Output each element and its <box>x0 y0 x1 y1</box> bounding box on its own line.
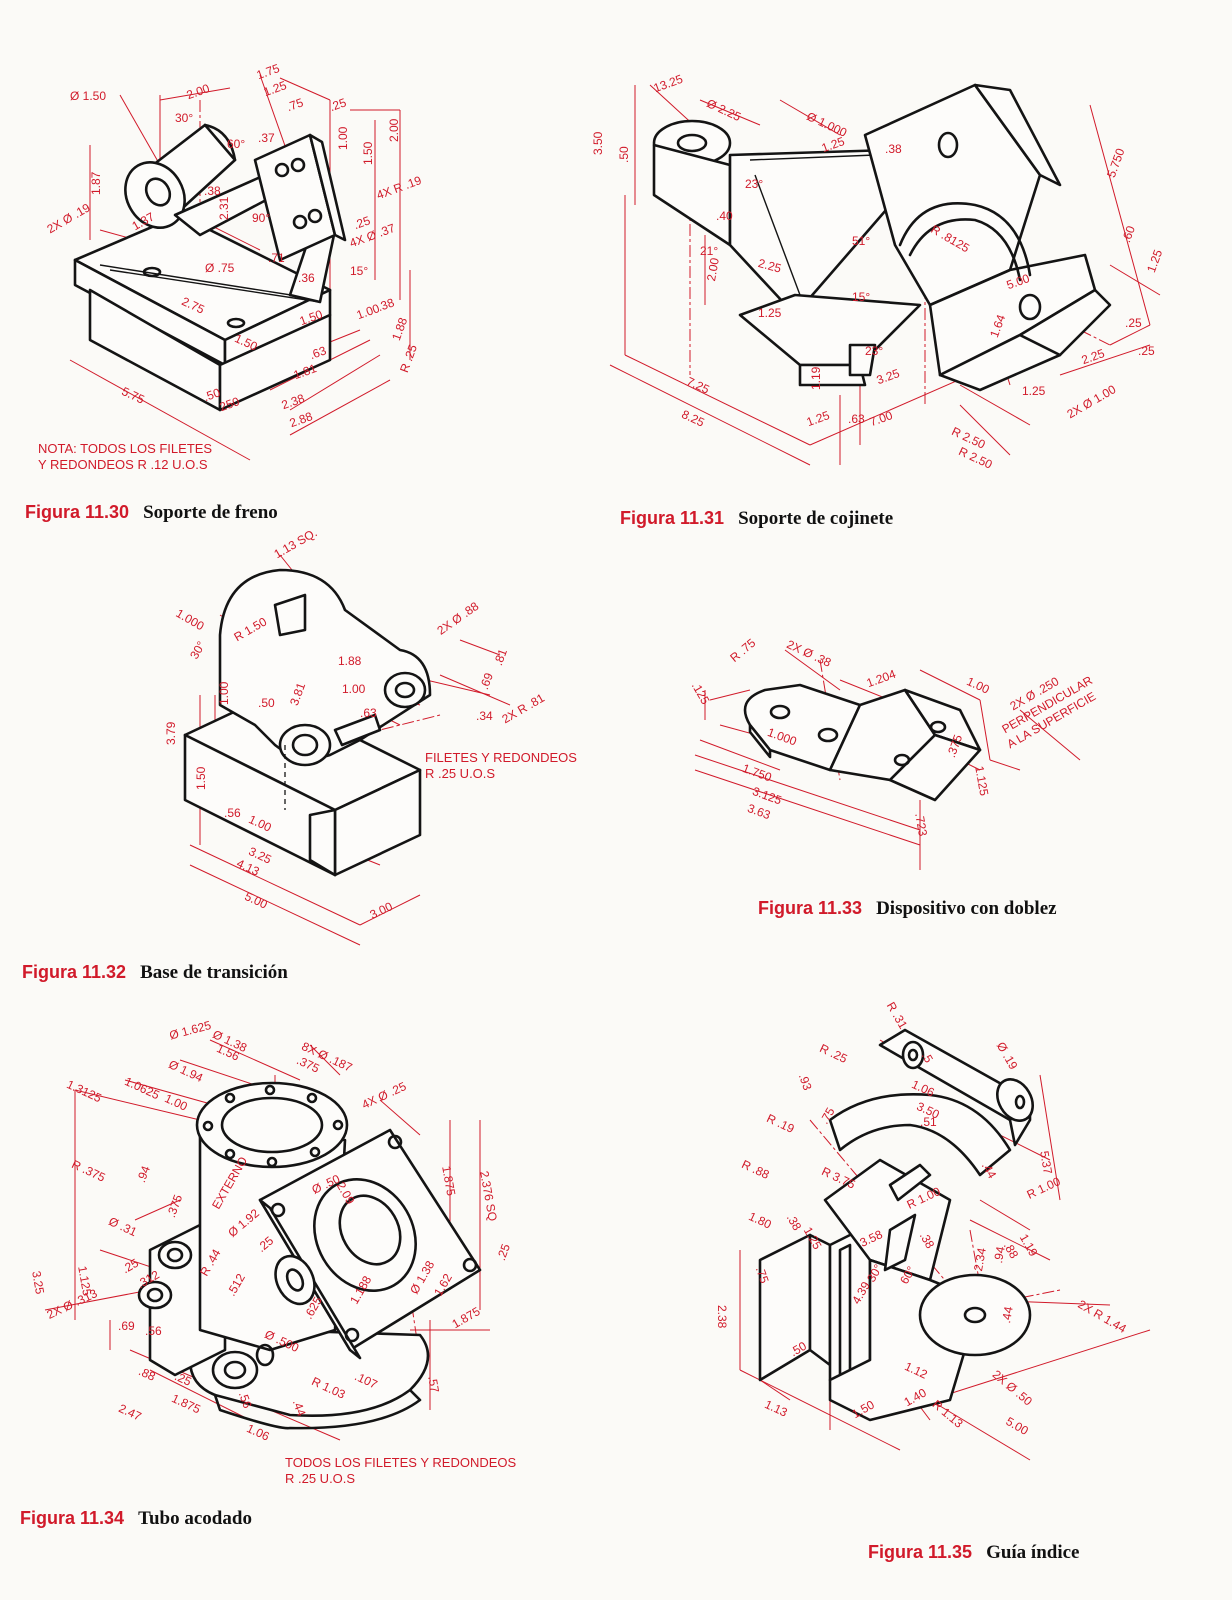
dim-label: .38 <box>204 184 221 198</box>
dim-label: 3.50 <box>591 131 605 155</box>
figure-number: Figura 11.33 <box>758 898 863 918</box>
note-line: TODOS LOS FILETES Y REDONDEOS <box>285 1455 517 1470</box>
dim-label: 1.88 <box>338 654 362 668</box>
dim-label: 2.34 <box>971 1246 989 1273</box>
dim-label: .63 <box>848 412 865 426</box>
dim-label: .44 <box>999 1305 1016 1325</box>
note-line: R .25 U.O.S <box>285 1471 356 1486</box>
figure-number: Figura 11.35 <box>868 1542 973 1562</box>
dim-label: .40 <box>716 209 733 223</box>
figure-11-34-drawing: Ø 1.38 Ø 1.625 1.56 8X Ø .187 .375 Ø 1.9… <box>29 1018 580 1460</box>
dim-label: 5.37 <box>1037 1149 1056 1176</box>
note-line: FILETES Y REDONDEOS <box>425 750 577 765</box>
figure-11-30-caption: Figura 11.30 Soporte de freno <box>25 502 278 524</box>
bent-device-drawing <box>694 649 1081 870</box>
dim-label: 1.25 <box>758 306 782 320</box>
dim-label: Ø .75 <box>205 261 235 275</box>
brake-support-drawing <box>69 74 411 461</box>
note-line: R .25 U.O.S <box>425 766 496 781</box>
figure-11-34-note: TODOS LOS FILETES Y REDONDEOS R .25 U.O.… <box>285 1455 516 1487</box>
dim-label: 1.50 <box>194 766 208 790</box>
transition-base-drawing <box>183 554 511 946</box>
figure-title: Base de transición <box>140 962 288 983</box>
dim-label: .51 <box>920 1115 937 1129</box>
figure-title: Guía índice <box>986 1542 1080 1563</box>
figure-11-30-drawing: Ø 1.50 2.00 30° 1.75 1.25 .75 .25 .37 60… <box>30 40 450 470</box>
dim-label: 1.25 <box>1022 384 1046 398</box>
dim-label: 1.00 <box>342 682 366 696</box>
figure-11-32-note: FILETES Y REDONDEOS R .25 U.O.S <box>425 750 577 782</box>
figure-11-35-caption: Figura 11.35 Guía índice <box>868 1542 1080 1564</box>
dim-label: .56 <box>224 806 241 820</box>
dim-label: 3.25 <box>29 1269 48 1296</box>
figure-number: Figura 11.30 <box>25 502 130 522</box>
dim-label: 30° <box>175 111 194 125</box>
dim-label: 15° <box>350 264 369 278</box>
dim-label: 2.00 <box>704 256 722 283</box>
dim-label: Ø 1.50 <box>70 89 107 103</box>
figure-title: Soporte de freno <box>143 502 278 523</box>
dim-label: .71 <box>268 251 285 265</box>
figure-number: Figura 11.32 <box>22 962 127 982</box>
figure-11-35-drawing: R .31 R .25 .5 Ø .19 .93 1.06 R .19 .75 … <box>715 1000 1190 1461</box>
bearing-support-drawing <box>609 83 1161 466</box>
figure-11-33-drawing: R .75 2X Ø .38 1.204 1.00 .125 2X Ø .250… <box>689 630 1110 870</box>
dim-label: 21° <box>700 244 719 258</box>
dim-label: 60° <box>227 137 246 151</box>
dim-label: .56 <box>145 1324 162 1338</box>
dim-label: .25 <box>1125 316 1142 330</box>
figure-title: Dispositivo con doblez <box>876 898 1057 919</box>
figure-11-31-drawing: 13.25 Ø 2.25 Ø 1.000 3.50 .50 1.25 .38 5… <box>590 45 1190 475</box>
dim-label: .723 <box>912 811 931 838</box>
dim-label: 1.87 <box>89 171 103 195</box>
dim-label: .50 <box>617 146 631 163</box>
dim-label: .37 <box>258 131 275 145</box>
dim-label: .94 <box>991 1245 1008 1265</box>
dim-label: 2.31 <box>217 196 231 220</box>
figure-number: Figura 11.34 <box>20 1508 125 1528</box>
figure-11-30-note: NOTA: TODOS LOS FILETES Y REDONDEOS R .1… <box>38 441 212 473</box>
dim-label: 23° <box>865 344 884 358</box>
dim-label: .25 <box>1138 344 1155 358</box>
dim-label: .50 <box>258 696 275 710</box>
dim-label: 1.19 <box>809 366 823 390</box>
figure-11-32-caption: Figura 11.32 Base de transición <box>22 962 288 984</box>
dim-label: 3.79 <box>164 721 178 745</box>
elbow-pipe-drawing <box>44 1039 490 1441</box>
dim-label: 1.50 <box>361 141 375 165</box>
dim-label: 90° <box>252 211 271 225</box>
dim-label: .63 <box>360 706 377 720</box>
dim-label: 2.00 <box>387 118 401 142</box>
figure-11-33-caption: Figura 11.33 Dispositivo con doblez <box>758 898 1057 920</box>
dim-label: .57 <box>425 1374 442 1394</box>
dim-label: .38 <box>885 142 902 156</box>
figure-title: Soporte de cojinete <box>738 508 894 529</box>
note-line: NOTA: TODOS LOS FILETES <box>38 441 213 456</box>
dim-label: .36 <box>298 271 315 285</box>
figure-title: Tubo acodado <box>138 1508 252 1529</box>
figure-11-32-drawing: 1.13 SQ. R 1.50 1.000 2X Ø .88 30° 1.88 … <box>160 525 590 946</box>
dim-label: 1.00 <box>336 126 350 150</box>
figure-number: Figura 11.31 <box>620 508 725 528</box>
figure-11-31-caption: Figura 11.31 Soporte de cojinete <box>620 508 893 530</box>
dim-label: 2.38 <box>715 1305 729 1329</box>
index-guide-drawing <box>739 1028 1151 1461</box>
dim-label: .69 <box>118 1319 135 1333</box>
dim-label: 1.00 <box>217 681 231 705</box>
figure-11-34-caption: Figura 11.34 Tubo acodado <box>20 1508 252 1530</box>
dim-label: 23° <box>745 177 764 191</box>
dim-label: 15° <box>852 290 871 304</box>
note-line: Y REDONDEOS R .12 U.O.S <box>38 457 208 472</box>
dim-label: .34 <box>476 709 493 723</box>
dim-label: 51° <box>852 234 871 248</box>
